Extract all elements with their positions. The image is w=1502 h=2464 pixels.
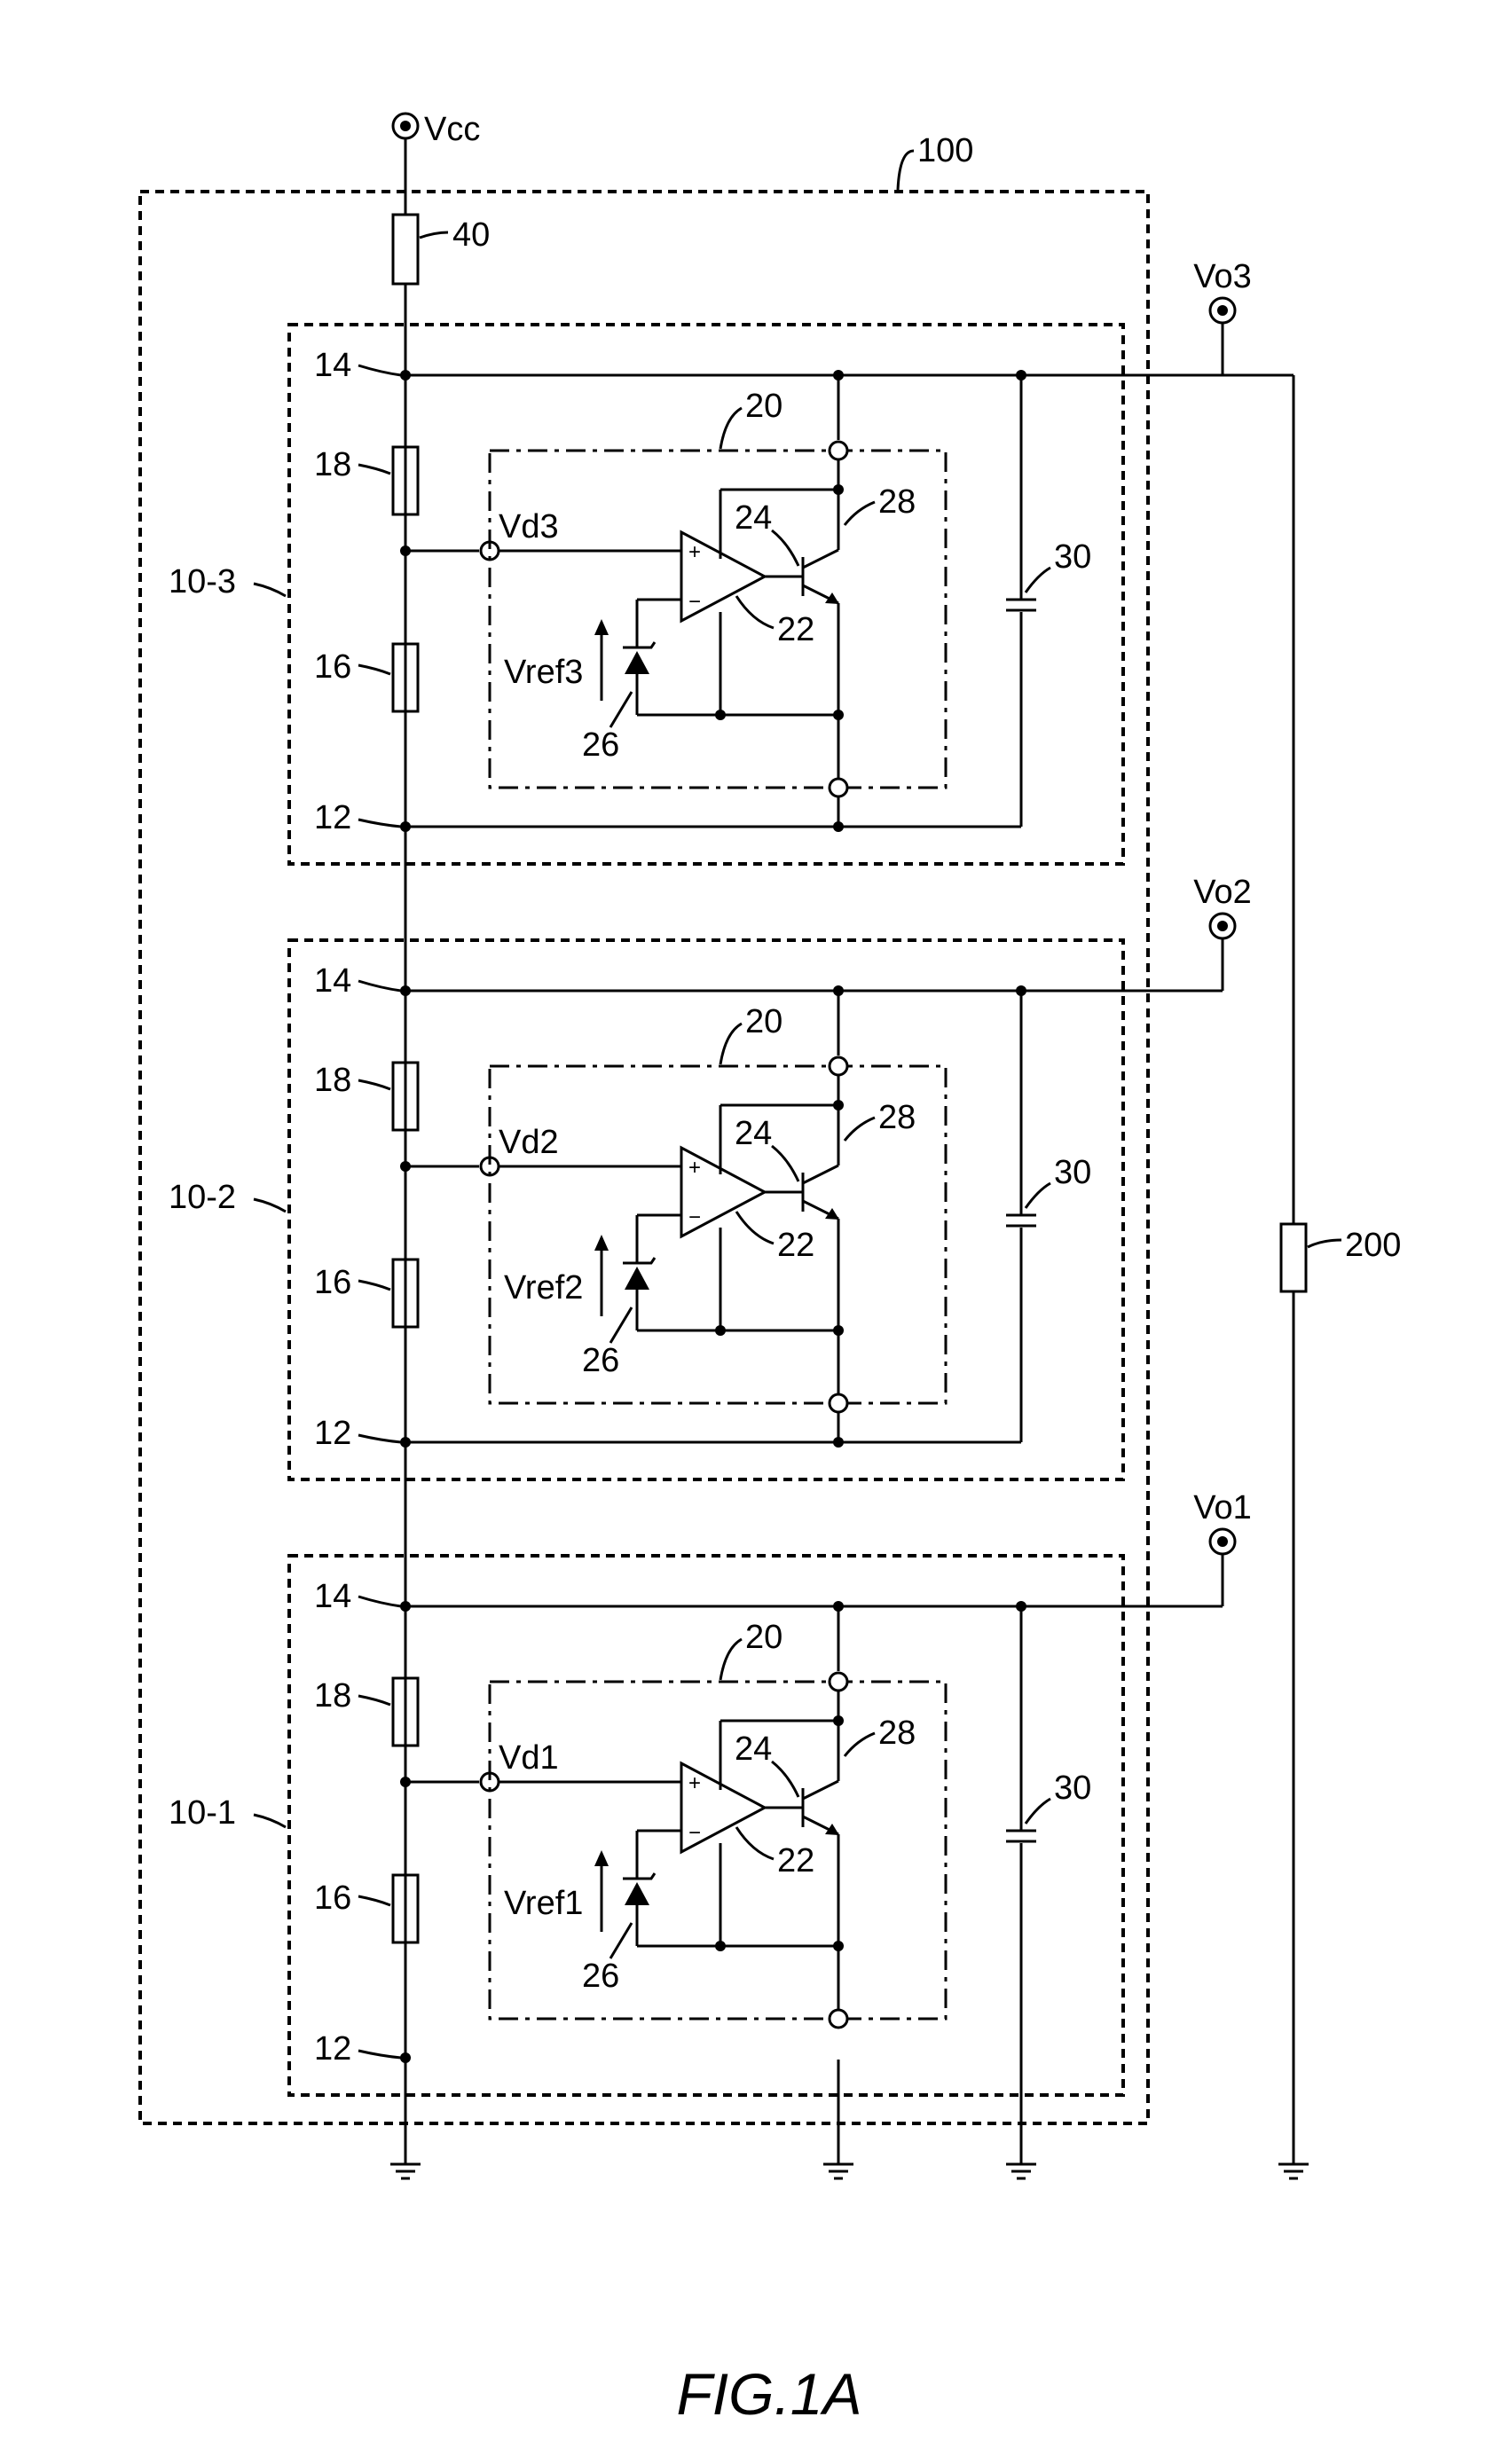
resistor-16-label: 16 <box>314 1264 351 1301</box>
capacitor-30-label: 30 <box>1054 1154 1091 1191</box>
regulator-label: 20 <box>745 388 782 425</box>
cell-10-1: 10-1 14 Vo1 18Vd1 16 12 30 20 + − 22 24 28Vref1 26 <box>169 1489 1252 2095</box>
ground-symbol-capacitor <box>1006 1861 1036 2178</box>
opamp-22-label: 22 <box>777 611 814 648</box>
vref-label: Vref1 <box>504 1885 583 1922</box>
opamp-minus-sign: − <box>688 1205 701 1229</box>
reference-diode-26 <box>623 1258 655 1290</box>
regulator-box <box>490 451 946 788</box>
output-terminal <box>1210 1529 1235 1554</box>
transistor-28-label: 28 <box>878 1715 916 1752</box>
capacitor-30 <box>1004 1831 1038 1843</box>
emitter-terminal <box>830 1394 847 1412</box>
output-terminal-label: Vo3 <box>1193 258 1252 295</box>
outer-module-box <box>140 192 1148 2123</box>
opamp-22-label: 22 <box>777 1227 814 1264</box>
emitter-terminal <box>830 2010 847 2028</box>
opamp-22-label: 22 <box>777 1842 814 1879</box>
outer-module-label: 100 <box>917 132 973 169</box>
cell-10-3: 10-3 14 Vo3 18Vd3 16 12 30 20 + − 22 24 28Vref3 26 <box>169 258 1252 864</box>
regulator-label: 20 <box>745 1003 782 1040</box>
resistor-16-label: 16 <box>314 1879 351 1917</box>
opamp-plus-sign: + <box>688 1771 701 1795</box>
reference-diode-26 <box>623 1873 655 1905</box>
regulator-box <box>490 1682 946 2019</box>
regulator-label: 20 <box>745 1619 782 1656</box>
transistor-28-label: 28 <box>878 1099 916 1136</box>
cell-10-2: 10-2 14 Vo2 18Vd2 16 12 30 20 + − 22 24 28Vref2 26 <box>169 874 1252 1479</box>
divider-node-label: Vd3 <box>499 508 559 545</box>
transistor-collector <box>803 1781 838 1799</box>
opamp-plus-sign: + <box>688 1156 701 1180</box>
collector-terminal <box>830 442 847 459</box>
transistor-collector <box>803 1165 838 1183</box>
reference-diode-label: 26 <box>582 726 619 764</box>
vcc-label: Vcc <box>424 111 480 148</box>
cell-box <box>289 940 1123 1479</box>
terminal-14-label: 14 <box>314 1578 351 1615</box>
resistor-16-label: 16 <box>314 648 351 686</box>
opamp-minus-sign: − <box>688 1821 701 1845</box>
ground-symbol-left <box>390 2164 421 2178</box>
transistor-28-label: 28 <box>878 483 916 521</box>
terminal-14-label: 14 <box>314 347 351 384</box>
terminal-12-label: 12 <box>314 799 351 836</box>
load-resistor-200-label: 200 <box>1345 1227 1401 1264</box>
terminal-12-label: 12 <box>314 1415 351 1452</box>
reference-diode-26 <box>623 642 655 674</box>
opamp-plus-sign: + <box>688 540 701 564</box>
divider-node-label: Vd2 <box>499 1124 559 1161</box>
reference-diode-label: 26 <box>582 1342 619 1379</box>
emitter-terminal <box>830 779 847 796</box>
vref-label: Vref3 <box>504 654 583 691</box>
terminal-12-label: 12 <box>314 2030 351 2068</box>
cell-label: 10-1 <box>169 1794 236 1832</box>
resistor-18-label: 18 <box>314 1062 351 1099</box>
vref-label: Vref2 <box>504 1269 583 1307</box>
opamp-minus-sign: − <box>688 590 701 614</box>
terminal-14-label: 14 <box>314 962 351 1000</box>
transistor-collector <box>803 550 838 568</box>
divider-node-label: Vd1 <box>499 1739 559 1777</box>
output-terminal-label: Vo1 <box>1193 1489 1252 1526</box>
resistor-18-label: 18 <box>314 446 351 483</box>
load-resistor-200 <box>1281 1224 1306 1291</box>
capacitor-30 <box>1004 600 1038 612</box>
cell-box <box>289 1556 1123 2095</box>
capacitor-30-label: 30 <box>1054 538 1091 576</box>
output-terminal <box>1210 298 1235 323</box>
regulator-box <box>490 1066 946 1403</box>
transistor-base-label: 24 <box>735 1115 772 1152</box>
transistor-base-label: 24 <box>735 499 772 537</box>
reference-diode-label: 26 <box>582 1958 619 1995</box>
resistor-18-label: 18 <box>314 1677 351 1715</box>
transistor-base-label: 24 <box>735 1730 772 1768</box>
vcc-terminal <box>393 114 418 138</box>
cell-box <box>289 325 1123 864</box>
output-terminal <box>1210 914 1235 938</box>
ground-symbol-right <box>1278 2164 1309 2178</box>
figure-caption: FIG.1A <box>676 2361 861 2427</box>
resistor-40 <box>393 215 418 284</box>
capacitor-30 <box>1004 1215 1038 1228</box>
capacitor-30-label: 30 <box>1054 1770 1091 1807</box>
cell-label: 10-2 <box>169 1179 236 1216</box>
collector-terminal <box>830 1673 847 1691</box>
resistor-40-label: 40 <box>452 216 490 254</box>
output-terminal-label: Vo2 <box>1193 874 1252 911</box>
ground-symbol-emitter <box>823 2060 853 2178</box>
cell-label: 10-3 <box>169 563 236 600</box>
collector-terminal <box>830 1057 847 1075</box>
